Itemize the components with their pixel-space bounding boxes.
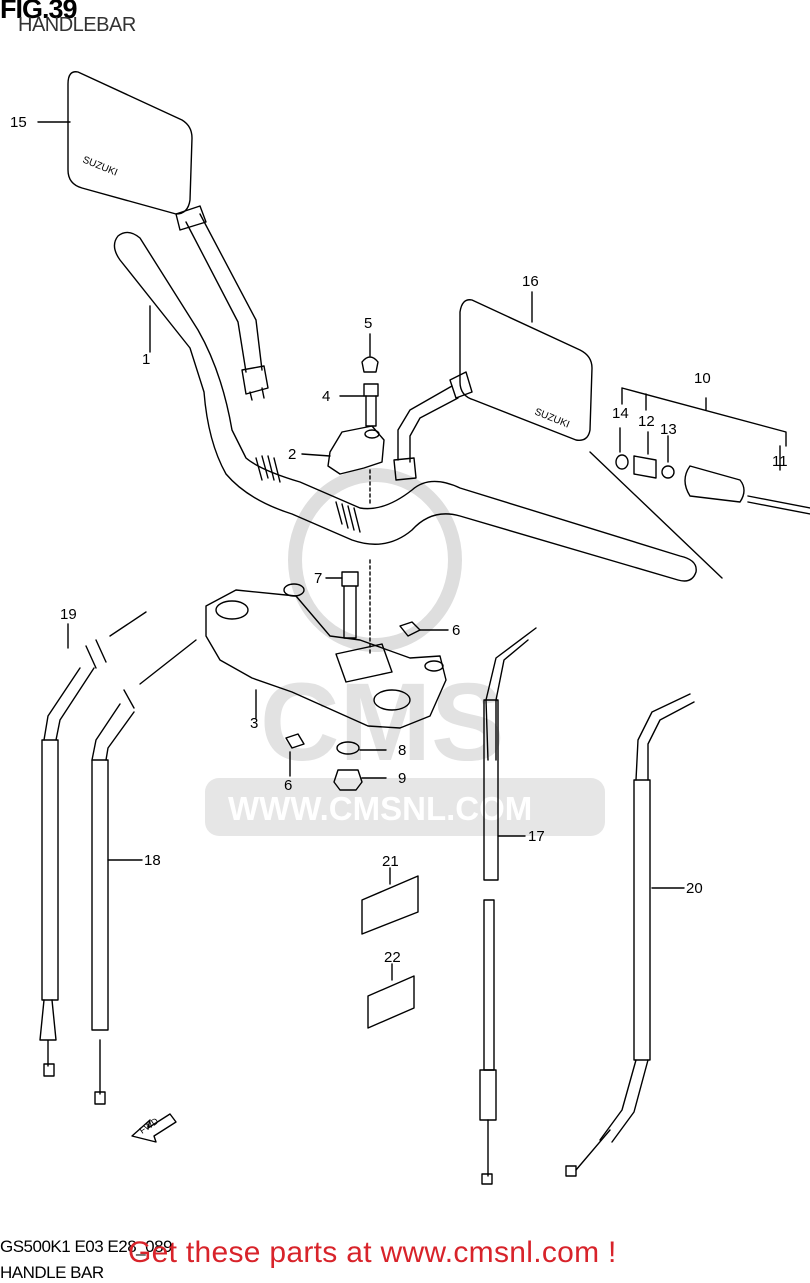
promo-link[interactable]: Get these parts at www.cmsnl.com ! xyxy=(128,1236,617,1269)
callout-22: 22 xyxy=(384,949,401,966)
right-mirror xyxy=(393,299,593,481)
callout-17: 17 xyxy=(528,828,545,845)
nut-9 xyxy=(333,769,363,791)
callout-13: 13 xyxy=(660,421,677,438)
handlebar xyxy=(113,231,723,582)
cable-17 xyxy=(479,627,537,1185)
callout-6b: 6 xyxy=(284,777,292,794)
callout-11: 11 xyxy=(772,453,788,470)
callout-3: 3 xyxy=(250,715,258,732)
left-mirror xyxy=(67,71,269,401)
washer-8 xyxy=(336,741,360,755)
callout-10: 10 xyxy=(694,370,711,387)
callout-4: 4 xyxy=(322,388,330,405)
callout-19: 19 xyxy=(60,606,77,623)
bolt-7 xyxy=(341,571,359,639)
callout-9: 9 xyxy=(398,770,406,787)
mirror-brand-right: SUZUKI xyxy=(533,407,571,431)
fwd-arrow xyxy=(131,1113,177,1143)
callout-16: 16 xyxy=(522,273,539,290)
callout-6a: 6 xyxy=(452,622,460,639)
watermark-brand: CMS xyxy=(260,661,504,784)
cap-5 xyxy=(361,356,379,373)
mirror-brand-left: SUZUKI xyxy=(81,155,119,179)
section-name: HANDLE BAR xyxy=(0,1263,104,1282)
watermark: CMS WWW.CMSNL.COM xyxy=(205,468,605,836)
callout-7: 7 xyxy=(314,570,322,587)
cable-20 xyxy=(565,693,695,1177)
bar-end-assembly xyxy=(615,387,810,515)
callout-18: 18 xyxy=(144,852,161,869)
callout-labels: 15 1 2 3 4 5 6 6 7 8 9 10 11 12 13 14 16… xyxy=(10,114,788,966)
callout-8: 8 xyxy=(398,742,406,759)
figure-subtitle: HANDLEBAR xyxy=(18,14,136,36)
callout-20: 20 xyxy=(686,880,703,897)
callout-14: 14 xyxy=(612,405,629,422)
figure-number: FIG.39 xyxy=(0,0,78,24)
callout-12: 12 xyxy=(638,413,655,430)
callout-5: 5 xyxy=(364,315,372,332)
upper-holder xyxy=(327,425,385,475)
label-22-sheet xyxy=(367,975,415,1029)
model-code: GS500K1 E03 E28_089 xyxy=(0,1237,172,1256)
bolt-4 xyxy=(363,383,379,427)
callout-21: 21 xyxy=(382,853,399,870)
label-21-sheet xyxy=(361,875,419,935)
cable-18 xyxy=(91,639,197,1105)
callout-1: 1 xyxy=(142,351,150,368)
leader-lines xyxy=(37,121,781,981)
watermark-url: WWW.CMSNL.COM xyxy=(228,790,532,827)
callout-15: 15 xyxy=(10,114,27,131)
callout-2: 2 xyxy=(288,446,296,463)
cable-19 xyxy=(39,611,147,1077)
lower-holder xyxy=(205,583,447,729)
nut-6b xyxy=(285,733,305,749)
